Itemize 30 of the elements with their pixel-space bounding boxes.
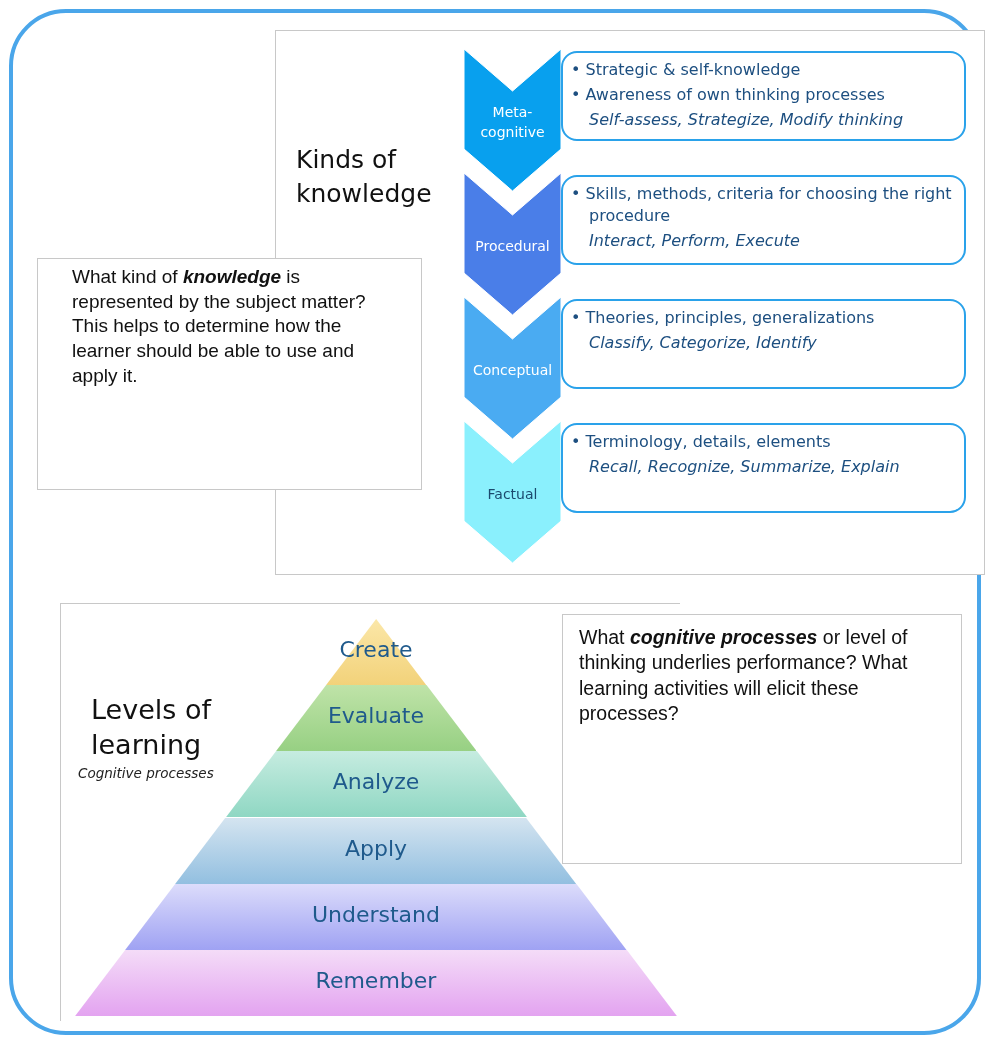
chevron-label: Conceptual: [471, 360, 554, 380]
question-text: What cognitive processes or level of thinking underlies performance? What learning activities will elicit these processes?: [579, 625, 909, 727]
description-box: [561, 423, 966, 513]
chevron-label: Meta-cognitive: [479, 102, 546, 142]
level-label: Evaluate: [326, 703, 426, 729]
chevron-label: Procedural: [474, 236, 551, 256]
description-box: [561, 175, 966, 265]
level-label: Apply: [343, 835, 409, 861]
example-verbs: Interact, Perform, Execute: [589, 230, 801, 253]
section-heading: Levels of learning: [91, 693, 213, 763]
example-verbs: Classify, Categorize, Identify: [589, 332, 818, 355]
chevron-label: Factual: [486, 484, 539, 504]
section-heading: Kinds of knowledge: [296, 144, 433, 210]
subheading: Cognitive processes: [78, 765, 214, 781]
bullet-item: • Strategic & self-knowledge: [571, 59, 802, 81]
bullet-item: • Skills, methods, criteria for choosing the right procedure: [571, 183, 953, 228]
example-verbs: Self-assess, Strategize, Modify thinking: [589, 109, 905, 132]
bullet-item: • Terminology, details, elements: [571, 431, 832, 453]
level-label: Understand: [310, 901, 441, 927]
question-card: [562, 614, 962, 864]
level-label: Remember: [314, 967, 438, 993]
question-text: What kind of knowledge is represented by the subject matter? This helps to determine how the learner should be able to use and apply it.: [72, 265, 367, 388]
example-verbs: Recall, Recognize, Summarize, Explain: [589, 456, 901, 479]
description-box: [561, 299, 966, 389]
question-card: [37, 258, 422, 490]
level-label: Analyze: [331, 769, 421, 795]
description-box: [561, 51, 966, 141]
bullet-item: • Theories, principles, generalizations: [571, 307, 876, 329]
bullet-item: • Awareness of own thinking processes: [571, 84, 886, 107]
level-label: Create: [338, 637, 414, 663]
